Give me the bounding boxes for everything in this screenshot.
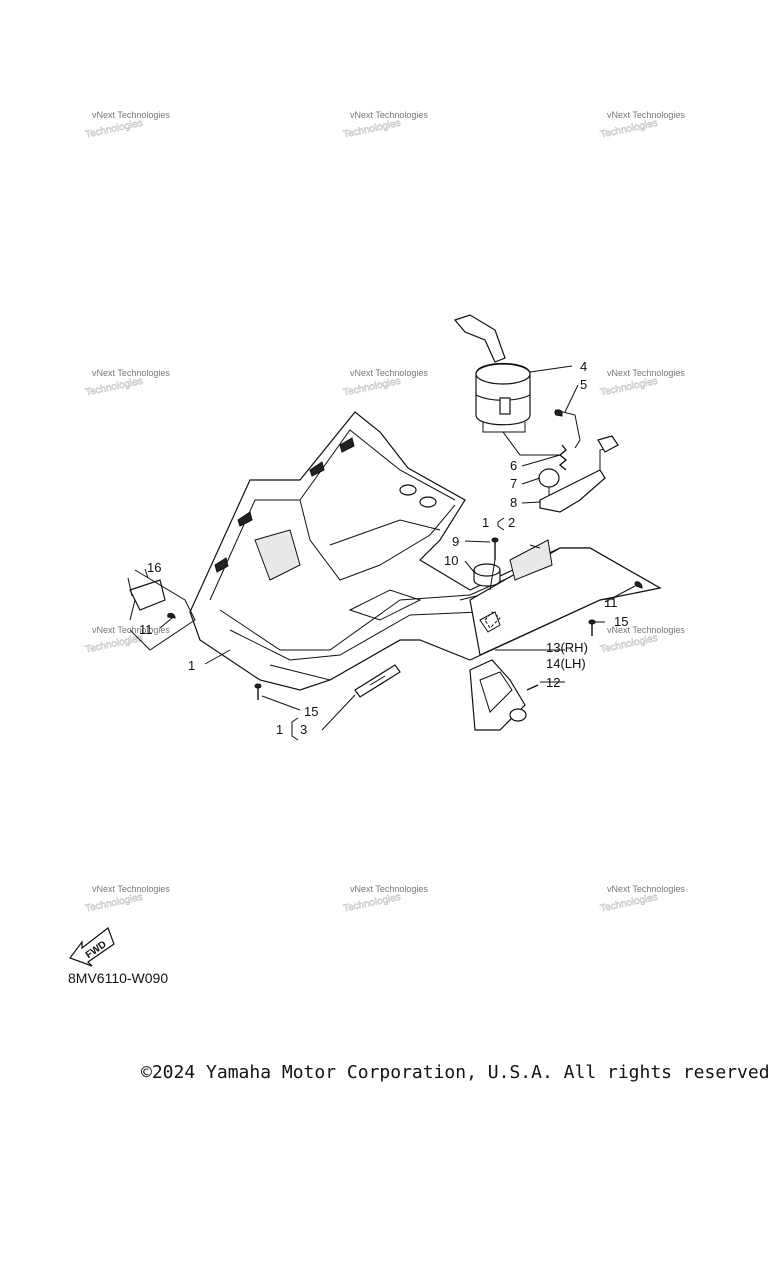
- callout-16: 16: [147, 560, 161, 575]
- svg-text:vNext Technologies: vNext Technologies: [92, 110, 170, 120]
- callout-7: 7: [510, 476, 517, 491]
- air-duct: [469, 659, 539, 731]
- watermark: vNext Technologies Technologies: [599, 368, 685, 399]
- watermark: vNext Technologies Technologies: [84, 368, 170, 399]
- fwd-arrow-icon: FWD: [69, 927, 115, 967]
- callout-11-left: 11: [139, 622, 153, 637]
- svg-text:Technologies: Technologies: [342, 376, 401, 399]
- svg-text:vNext Technologies: vNext Technologies: [350, 110, 428, 120]
- callout-4: 4: [580, 359, 587, 374]
- watermark: vNext Technologies Technologies: [342, 110, 428, 141]
- callout-8: 8: [510, 495, 517, 510]
- engine-hatch-body: [189, 411, 662, 698]
- svg-text:vNext Technologies: vNext Technologies: [350, 884, 428, 894]
- svg-text:vNext Technologies: vNext Technologies: [607, 625, 685, 635]
- svg-text:vNext Technologies: vNext Technologies: [92, 625, 170, 635]
- callout-2: 2: [508, 515, 515, 530]
- clips: [254, 581, 643, 700]
- svg-text:Technologies: Technologies: [599, 376, 658, 399]
- svg-text:vNext Technologies: vNext Technologies: [607, 884, 685, 894]
- callout-labels: 4 5 6 7 8 1 2 9 10 11 15 13(RH) 14(LH) 1…: [139, 359, 628, 737]
- svg-text:Technologies: Technologies: [84, 376, 143, 399]
- watermark: vNext Technologies Technologies: [342, 368, 428, 399]
- callout-10: 10: [444, 553, 458, 568]
- watermark: vNext Technologies Technologies: [599, 110, 685, 141]
- left-bracket: [127, 569, 196, 651]
- callout-15-left: 15: [304, 704, 318, 719]
- leader-lines: [144, 365, 636, 741]
- svg-text:Technologies: Technologies: [84, 892, 143, 915]
- svg-text:vNext Technologies: vNext Technologies: [607, 368, 685, 378]
- cap-and-bolt: [473, 537, 501, 629]
- svg-text:Technologies: Technologies: [84, 118, 143, 141]
- callout-15-right: 15: [614, 614, 628, 629]
- svg-text:vNext Technologies: vNext Technologies: [92, 368, 170, 378]
- callout-9: 9: [452, 534, 459, 549]
- svg-text:Technologies: Technologies: [342, 892, 401, 915]
- callout-11-right: 11: [604, 595, 618, 610]
- callout-12: 12: [546, 675, 560, 690]
- silencer: [453, 314, 531, 433]
- bracket-assembly: [502, 409, 619, 513]
- svg-text:vNext Technologies: vNext Technologies: [92, 884, 170, 894]
- watermark: vNext Technologies Technologies: [599, 884, 685, 915]
- watermark: vNext Technologies Technologies: [599, 625, 685, 656]
- watermark: vNext Technologies Technologies: [84, 625, 170, 656]
- callout-1-left: 1: [188, 658, 195, 673]
- watermark: vNext Technologies Technologies: [84, 110, 170, 141]
- callout-6: 6: [510, 458, 517, 473]
- svg-text:vNext Technologies: vNext Technologies: [350, 368, 428, 378]
- watermark: vNext Technologies Technologies: [84, 884, 170, 915]
- svg-text:vNext Technologies: vNext Technologies: [607, 110, 685, 120]
- callout-14: 14(LH): [546, 656, 586, 671]
- diagram-code: 8MV6110-W090: [68, 970, 169, 986]
- svg-text:Technologies: Technologies: [84, 633, 143, 656]
- callout-1-top: 1: [482, 515, 489, 530]
- callout-3: 3: [300, 722, 307, 737]
- watermark: vNext Technologies Technologies: [342, 884, 428, 915]
- svg-text:Technologies: Technologies: [342, 118, 401, 141]
- svg-text:Technologies: Technologies: [599, 118, 658, 141]
- svg-text:Technologies: Technologies: [599, 633, 658, 656]
- callout-13: 13(RH): [546, 640, 588, 655]
- copyright-notice: ©2024 Yamaha Motor Corporation, U.S.A. A…: [141, 1062, 768, 1083]
- callout-1-bottom: 1: [276, 722, 283, 737]
- svg-text:Technologies: Technologies: [599, 892, 658, 915]
- callout-5: 5: [580, 377, 587, 392]
